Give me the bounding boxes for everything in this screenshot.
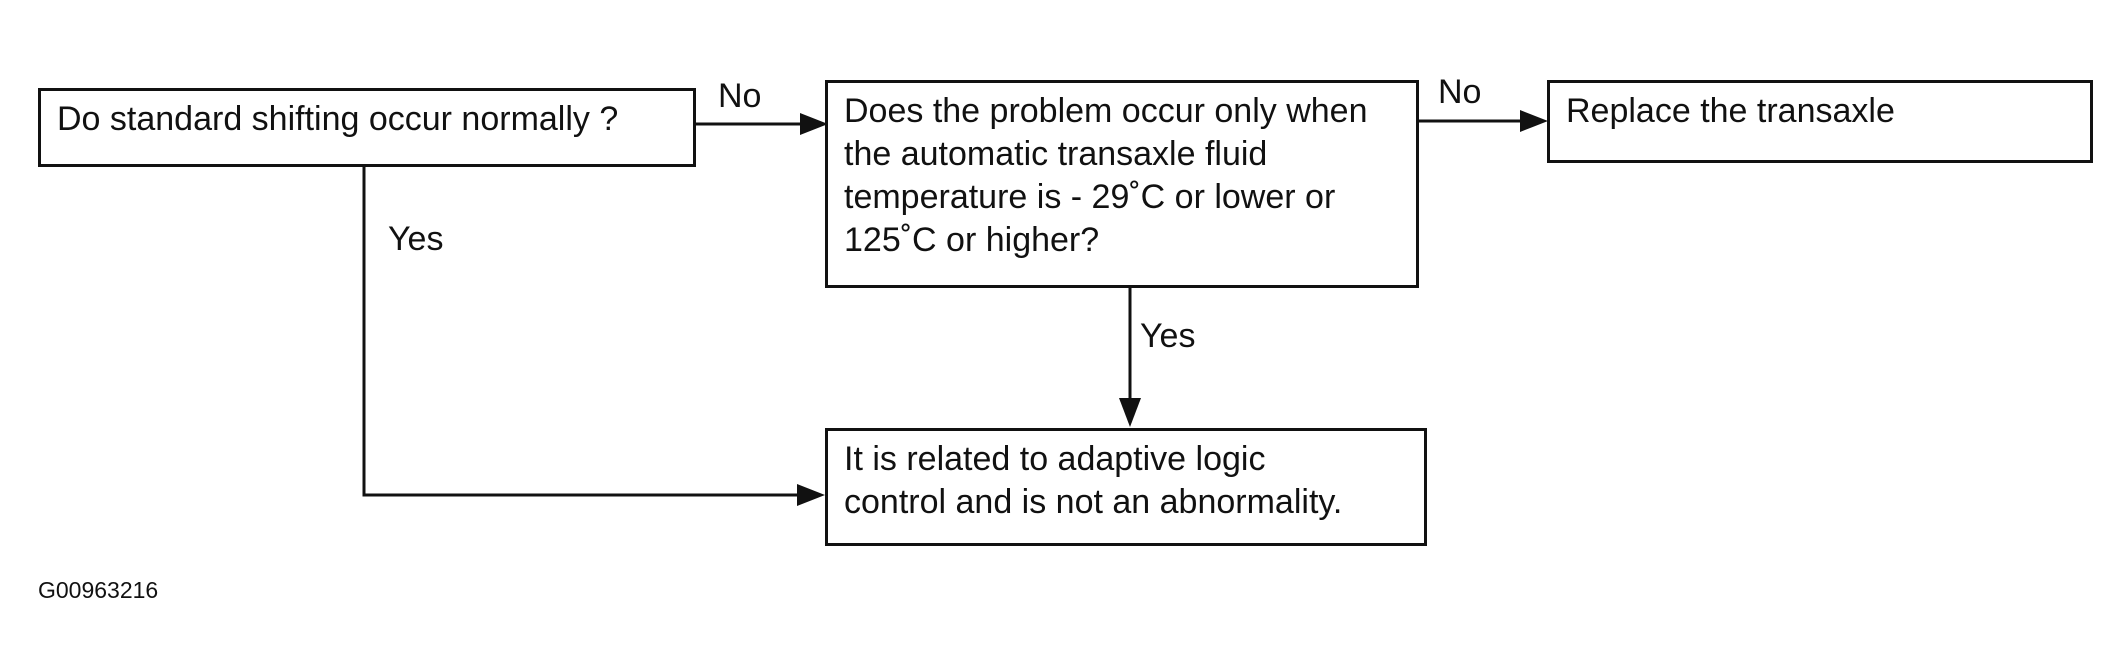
decision-fluid-temperature-line: temperature is - 29˚C or lower or [844, 178, 1336, 216]
connector-standard-to-temperature [695, 113, 828, 135]
connector-standard-to-adaptive [362, 166, 825, 506]
decision-standard-shifting-text: Do standard shifting occur normally ? [57, 100, 619, 138]
action-replace-transaxle-box: Replace the transaxle [1547, 80, 2093, 163]
decision-fluid-temperature-line: 125˚C or higher? [844, 221, 1100, 259]
result-adaptive-logic-box: It is related to adaptive logic control … [825, 428, 1427, 546]
edge-label-yes-temperature: Yes [1140, 317, 1196, 355]
edge-label-yes-standard: Yes [388, 220, 444, 258]
result-adaptive-logic-line: control and is not an abnormality. [844, 483, 1343, 521]
connector-temperature-to-replace [1417, 110, 1548, 132]
result-adaptive-logic-line: It is related to adaptive logic [844, 440, 1266, 478]
connector-temperature-to-adaptive [1119, 287, 1141, 427]
decision-fluid-temperature-box: Does the problem occur only when the aut… [825, 80, 1419, 288]
decision-fluid-temperature-line: Does the problem occur only when [844, 92, 1368, 130]
edge-label-no-standard: No [718, 77, 762, 115]
decision-standard-shifting-box: Do standard shifting occur normally ? [38, 88, 696, 167]
decision-fluid-temperature-line: the automatic transaxle fluid [844, 135, 1268, 173]
action-replace-transaxle-text: Replace the transaxle [1566, 92, 1895, 130]
figure-id-label: G00963216 [38, 577, 159, 603]
edge-label-no-temperature: No [1438, 73, 1482, 111]
